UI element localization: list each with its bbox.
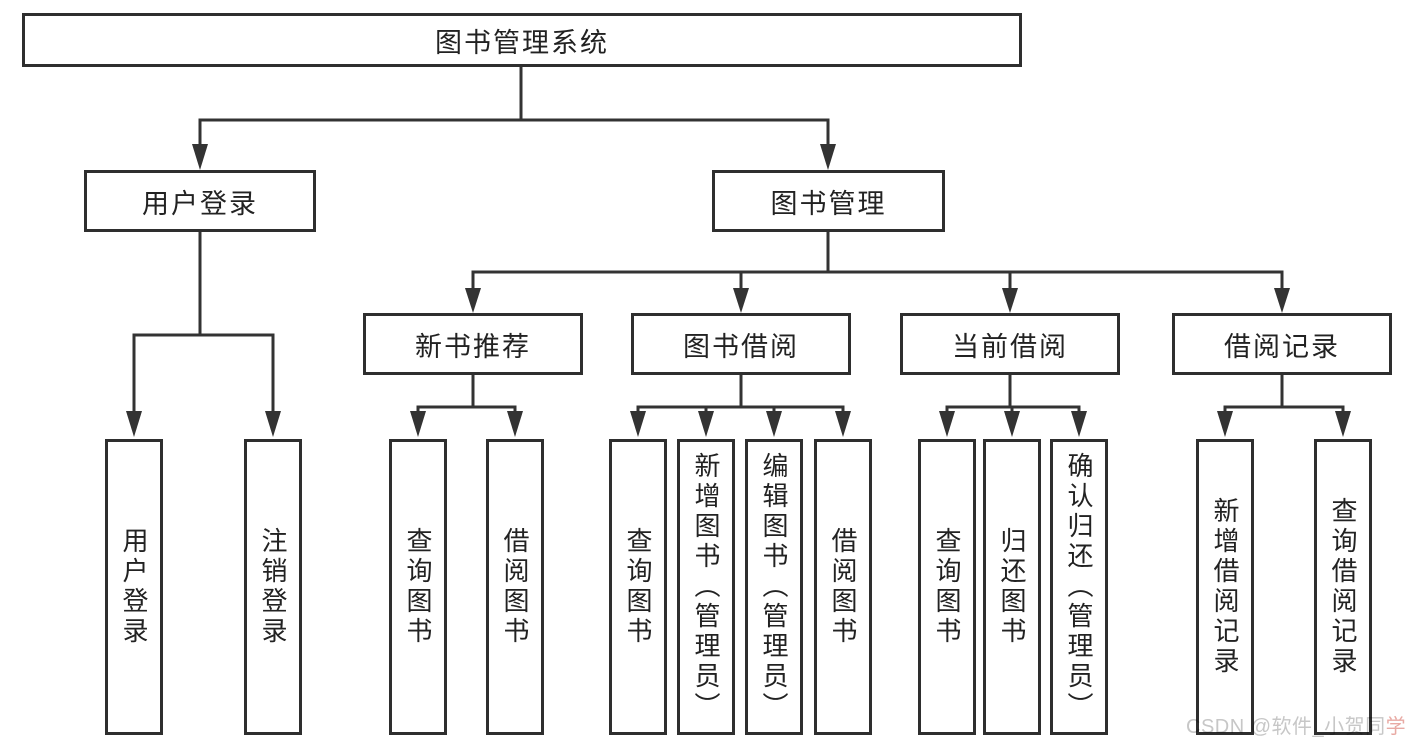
leaf-logout: 注销登录 [244,439,302,735]
arrowhead-icon [126,411,142,437]
watermark-text: CSDN @软件_小贺同 [1186,716,1386,738]
node-root: 图书管理系统 [22,13,1022,67]
leaf-edit-book-admin: 编辑图书（管理员） [745,439,803,735]
arrowhead-icon [820,144,836,170]
arrowhead-icon [630,411,646,437]
connector-user-login-children [126,230,281,437]
connector-book-management-children [465,230,1290,313]
arrowhead-icon [1004,411,1020,437]
connector-current-borrowing-children [939,373,1087,437]
arrowhead-icon [1274,288,1290,313]
leaf-query-books-current: 查询图书 [918,439,976,735]
arrowhead-icon [939,411,955,437]
arrowhead-icon [192,144,208,170]
leaf-confirm-return-admin: 确认归还（管理员） [1050,439,1108,735]
leaf-user-login: 用户登录 [105,439,163,735]
leaf-query-books-borrowing: 查询图书 [609,439,667,735]
arrowhead-icon [698,411,714,437]
connector-new-book-recommend-children [410,373,523,437]
leaf-return-book: 归还图书 [983,439,1041,735]
arrowhead-icon [410,411,426,437]
arrowhead-icon [1217,411,1233,437]
leaf-borrow-books-borrowing: 借阅图书 [814,439,872,735]
arrowhead-icon [766,411,782,437]
leaf-query-borrow-record: 查询借阅记录 [1314,439,1372,735]
node-book-borrowing: 图书借阅 [631,313,851,375]
node-borrowing-records: 借阅记录 [1172,313,1392,375]
leaf-add-book-admin: 新增图书（管理员） [677,439,735,735]
connector-root-to-level2 [192,65,836,170]
node-current-borrowing: 当前借阅 [900,313,1120,375]
arrowhead-icon [507,411,523,437]
arrowhead-icon [265,411,281,437]
arrowhead-icon [1335,411,1351,437]
arrowhead-icon [835,411,851,437]
arrowhead-icon [1002,288,1018,313]
watermark-accent-text: 学 [1385,716,1405,738]
node-book-management: 图书管理 [712,170,945,232]
csdn-watermark: CSDN @软件_小贺同学 [1186,714,1405,740]
node-user-login: 用户登录 [84,170,316,232]
leaf-borrow-books-recommend: 借阅图书 [486,439,544,735]
node-new-book-recommend: 新书推荐 [363,313,583,375]
connector-borrowing-records-children [1217,373,1351,437]
arrowhead-icon [733,288,749,313]
leaf-add-borrow-record: 新增借阅记录 [1196,439,1254,735]
connector-book-borrowing-children [630,373,851,437]
leaf-query-books-recommend: 查询图书 [389,439,447,735]
arrowhead-icon [465,288,481,313]
arrowhead-icon [1071,411,1087,437]
